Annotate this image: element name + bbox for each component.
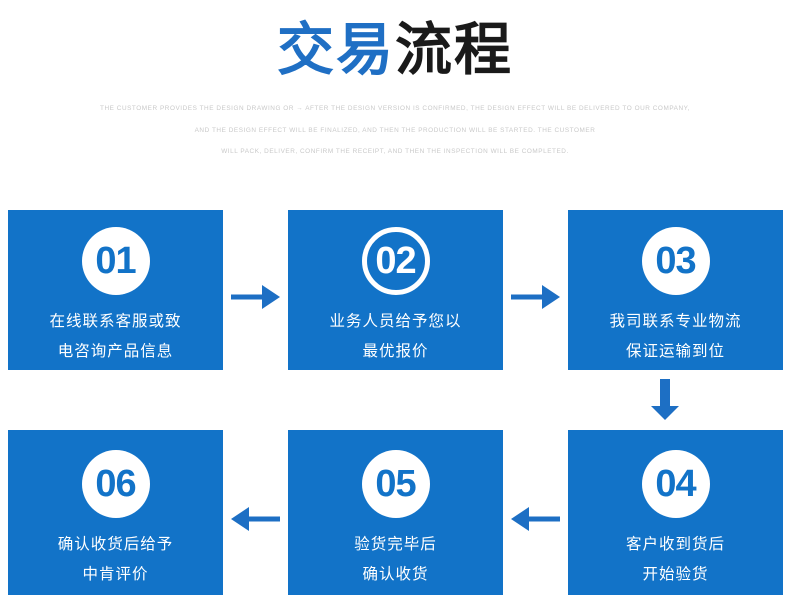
step-number-badge-03: 03 [641,227,710,295]
step-caption-05: 验货完毕后 确认收货 [354,529,437,589]
steps-row-top: 01 在线联系客服或致 电咨询产品信息 02 业务人员给予您以 最优报价 [0,210,790,370]
step-box-05: 05 验货完毕后 确认收货 [288,430,503,595]
step-caption-05-line-1: 验货完毕后 [354,535,437,553]
step-card-02[interactable]: 02 业务人员给予您以 最优报价 [288,210,503,370]
step-caption-01-line-1: 在线联系客服或致 [49,312,182,330]
step-number-badge-05: 05 [361,450,430,518]
step-number-badge-06: 06 [81,450,150,518]
step-number-badge-01: 01 [81,227,150,295]
step-box-01: 01 在线联系客服或致 电咨询产品信息 [8,210,223,370]
step-caption-06: 确认收货后给予 中肯评价 [58,529,174,589]
step-card-01[interactable]: 01 在线联系客服或致 电咨询产品信息 [8,210,223,370]
step-card-06[interactable]: 06 确认收货后给予 中肯评价 [8,430,223,595]
step-card-04[interactable]: 04 客户收到货后 开始验货 [568,430,783,595]
step-caption-04: 客户收到货后 开始验货 [626,529,725,589]
step-caption-02-line-2: 最优报价 [362,342,429,360]
step-caption-01: 在线联系客服或致 电咨询产品信息 [49,306,181,366]
page-title-blue: 交易 [277,18,395,82]
step-caption-02: 业务人员给予您以 最优报价 [329,306,461,366]
step-box-06: 06 确认收货后给予 中肯评价 [8,430,223,595]
arrow-right-02-to-03-icon [508,280,563,314]
step-caption-01-line-2: 电咨询产品信息 [57,342,174,360]
step-box-03: 03 我司联系专业物流 保证运输到位 [568,210,783,370]
step-box-04: 04 客户收到货后 开始验货 [568,430,783,595]
page-title: 交易流程 [0,18,790,82]
step-box-02: 02 业务人员给予您以 最优报价 [288,210,503,370]
arrow-right-01-to-02-icon [228,280,283,314]
step-caption-03-line-1: 我司联系专业物流 [609,312,742,330]
step-card-03[interactable]: 03 我司联系专业物流 保证运输到位 [568,210,783,370]
step-caption-02-line-1: 业务人员给予您以 [329,312,462,330]
subtitle-line-1: THE CUSTOMER PROVIDES THE DESIGN DRAWING… [100,105,690,112]
step-number-badge-04: 04 [641,450,710,518]
step-caption-04-line-1: 客户收到货后 [625,535,725,553]
arrow-down-03-to-04-icon [645,378,685,422]
steps-grid: 01 在线联系客服或致 电咨询产品信息 02 业务人员给予您以 最优报价 [0,210,790,595]
step-caption-04-line-2: 开始验货 [642,565,709,583]
arrow-left-05-to-06-icon [228,502,283,536]
arrow-left-04-to-05-icon [508,502,563,536]
step-caption-06-line-2: 中肯评价 [82,565,149,583]
step-caption-06-line-1: 确认收货后给予 [57,535,174,553]
step-caption-05-line-2: 确认收货 [362,565,429,583]
header: 交易流程 THE CUSTOMER PROVIDES THE DESIGN DR… [0,0,790,163]
step-caption-03: 我司联系专业物流 保证运输到位 [609,306,741,366]
page-title-dark: 流程 [395,18,513,82]
subtitle-line-2: AND THE DESIGN EFFECT WILL BE FINALIZED,… [194,126,596,134]
subtitle-line-3: WILL PACK, DELIVER, CONFIRM THE RECEIPT,… [221,148,569,155]
subtitle: THE CUSTOMER PROVIDES THE DESIGN DRAWING… [0,98,790,163]
steps-row-bottom: 06 确认收货后给予 中肯评价 05 验货完毕后 确认收货 [0,430,790,595]
step-card-05[interactable]: 05 验货完毕后 确认收货 [288,430,503,595]
step-caption-03-line-2: 保证运输到位 [625,342,725,360]
step-number-badge-02: 02 [361,227,430,295]
